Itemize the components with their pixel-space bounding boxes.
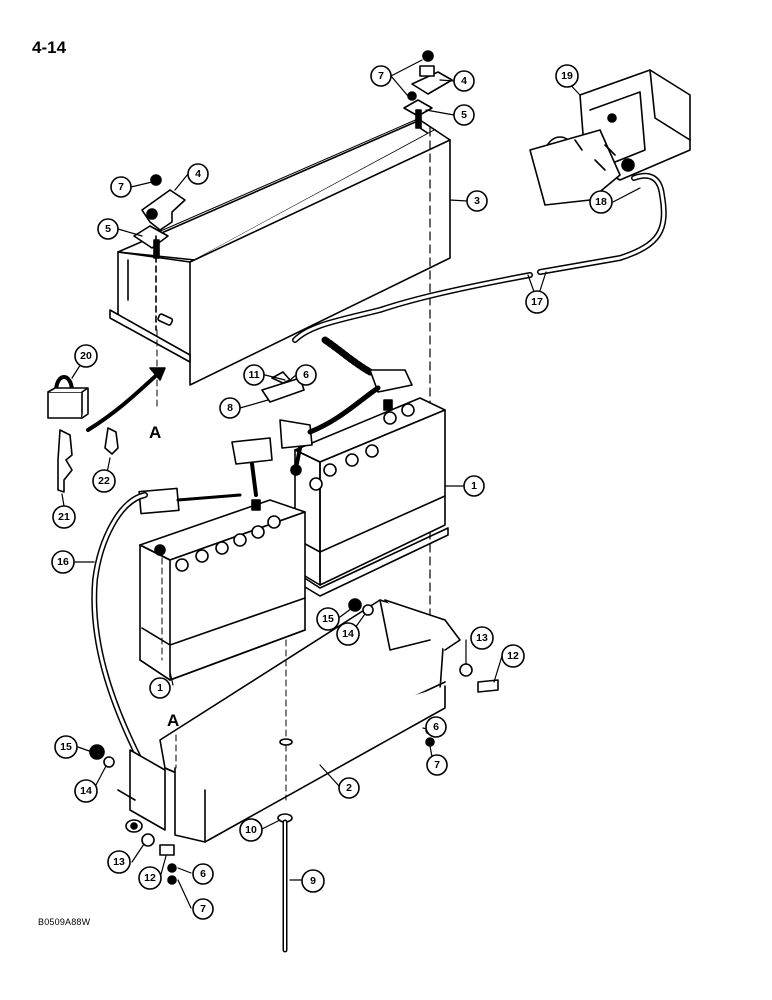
callout-4: 4 [453, 70, 475, 92]
battery-tray [117, 599, 461, 843]
callout-21: 21 [52, 505, 76, 529]
cover-clamp-left [133, 174, 186, 331]
svg-text:12: 12 [507, 650, 519, 662]
callout-19: 19 [555, 64, 579, 88]
svg-text:20: 20 [80, 350, 92, 362]
starter-cable [292, 172, 667, 383]
callout-6: 6 [295, 364, 317, 386]
page-number: 4-14 [32, 38, 67, 57]
callout-6: 6 [425, 716, 447, 738]
callouts: 7 4 5 19 7 4 5 3 18 17 20 11 6 8 1 22 21… [51, 64, 613, 920]
svg-text:9: 9 [310, 875, 316, 887]
callout-12: 12 [501, 644, 525, 668]
starter-motor [529, 69, 691, 206]
battery-right [290, 397, 449, 597]
callout-5: 5 [97, 218, 119, 240]
svg-text:1: 1 [471, 480, 477, 492]
callout-3: 3 [466, 190, 488, 212]
callout-6: 6 [192, 863, 214, 885]
svg-text:5: 5 [461, 109, 467, 121]
svg-text:13: 13 [113, 856, 125, 868]
svg-text:19: 19 [561, 70, 573, 82]
padlock [47, 367, 166, 432]
callout-17: 17 [525, 290, 549, 314]
svg-text:10: 10 [245, 824, 257, 836]
callout-16: 16 [51, 550, 75, 574]
svg-text:14: 14 [80, 785, 92, 797]
callout-12: 12 [138, 866, 162, 890]
callout-15: 15 [54, 735, 78, 759]
callout-5: 5 [453, 104, 475, 126]
svg-text:6: 6 [433, 721, 439, 733]
svg-text:16: 16 [57, 556, 69, 568]
svg-text:22: 22 [98, 475, 110, 487]
callout-4: 4 [187, 163, 209, 185]
callout-13: 13 [107, 850, 131, 874]
callout-14: 14 [336, 622, 360, 646]
callout-7: 7 [370, 65, 392, 87]
svg-text:12: 12 [144, 872, 156, 884]
svg-text:3: 3 [474, 195, 480, 207]
svg-text:15: 15 [322, 613, 334, 625]
svg-text:8: 8 [227, 402, 233, 414]
svg-text:4: 4 [461, 75, 467, 87]
svg-text:4: 4 [195, 168, 201, 180]
view-a-label-top: A [149, 423, 161, 442]
callout-18: 18 [589, 190, 613, 214]
callout-7: 7 [426, 754, 448, 776]
callout-10: 10 [239, 818, 263, 842]
svg-text:21: 21 [58, 511, 70, 523]
svg-text:13: 13 [476, 632, 488, 644]
svg-text:2: 2 [346, 782, 352, 794]
drawing-code: B0509A88W [38, 917, 91, 927]
svg-text:6: 6 [200, 868, 206, 880]
callout-20: 20 [74, 344, 98, 368]
callout-7: 7 [110, 176, 132, 198]
svg-text:7: 7 [200, 903, 206, 915]
svg-text:7: 7 [434, 759, 440, 771]
svg-text:17: 17 [531, 296, 543, 308]
svg-text:11: 11 [248, 369, 259, 381]
callout-11: 11 [243, 364, 265, 386]
battery-cables-top [231, 369, 413, 497]
view-a-markers: A A [149, 329, 179, 769]
svg-text:7: 7 [378, 70, 384, 82]
svg-text:6: 6 [303, 369, 309, 381]
callout-22: 22 [92, 469, 116, 493]
svg-text:14: 14 [342, 628, 354, 640]
callout-7: 7 [192, 898, 214, 920]
battery-left [139, 499, 306, 681]
callout-8: 8 [219, 397, 241, 419]
callout-13: 13 [470, 626, 494, 650]
callout-15: 15 [316, 607, 340, 631]
callout-1: 1 [149, 677, 171, 699]
svg-text:1: 1 [157, 682, 163, 694]
svg-text:5: 5 [105, 223, 111, 235]
cover-clamp-right [403, 50, 453, 621]
callout-9: 9 [301, 869, 325, 893]
callout-14: 14 [74, 779, 98, 803]
callout-2: 2 [338, 777, 360, 799]
keys [57, 427, 119, 493]
view-a-label-bottom: A [167, 711, 179, 730]
svg-text:15: 15 [60, 741, 72, 753]
svg-text:7: 7 [118, 181, 124, 193]
callout-1: 1 [463, 475, 485, 497]
battery-cover [109, 117, 451, 386]
svg-text:18: 18 [595, 196, 607, 208]
